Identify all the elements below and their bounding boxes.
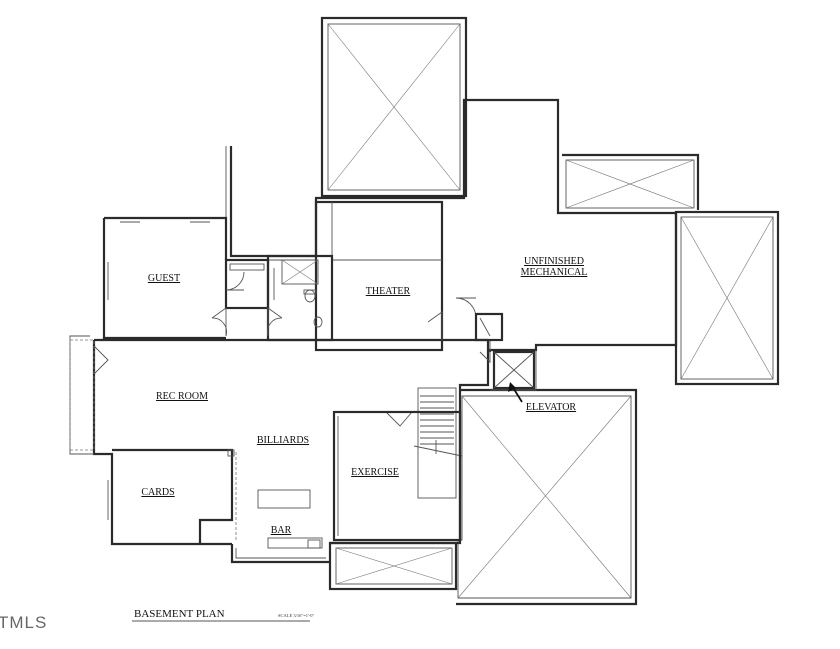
label-rec-room: REC ROOM: [156, 391, 208, 402]
plan-title: BASEMENT PLAN: [134, 608, 225, 620]
theater-walls: [314, 200, 444, 352]
elevator-shaft: [492, 350, 536, 390]
bathroom: [266, 254, 334, 342]
label-mechanical: MECHANICAL: [521, 267, 588, 278]
cards-walls: [112, 448, 237, 544]
label-billiards: BILLIARDS: [257, 435, 309, 446]
bar-counter: [267, 537, 323, 549]
lower-small-deck: [328, 541, 458, 591]
label-guest: GUEST: [148, 273, 180, 284]
label-elevator: ELEVATOR: [526, 402, 577, 413]
elevator-arrow-icon: [508, 382, 523, 403]
guest-closet: [224, 258, 270, 310]
label-exercise: EXERCISE: [351, 467, 399, 478]
right-deck: [674, 210, 780, 386]
label-unfinished: UNFINISHED: [524, 256, 584, 267]
stairs: [413, 387, 463, 499]
label-theater: THEATER: [366, 286, 411, 297]
upper-right-deck: [562, 153, 700, 210]
lower-right-patio: [456, 388, 638, 606]
mech-closet: [474, 312, 504, 342]
scale-note: SCALE 3/16"=1'-0": [278, 613, 315, 618]
watermark-logo: TMLS: [0, 613, 47, 632]
exercise-walls: [332, 410, 462, 542]
label-cards: CARDS: [141, 487, 174, 498]
door-swings: [93, 297, 491, 427]
top-crawlspace: [320, 16, 468, 198]
pool-table: [257, 489, 311, 509]
label-bar: BAR: [271, 525, 292, 536]
